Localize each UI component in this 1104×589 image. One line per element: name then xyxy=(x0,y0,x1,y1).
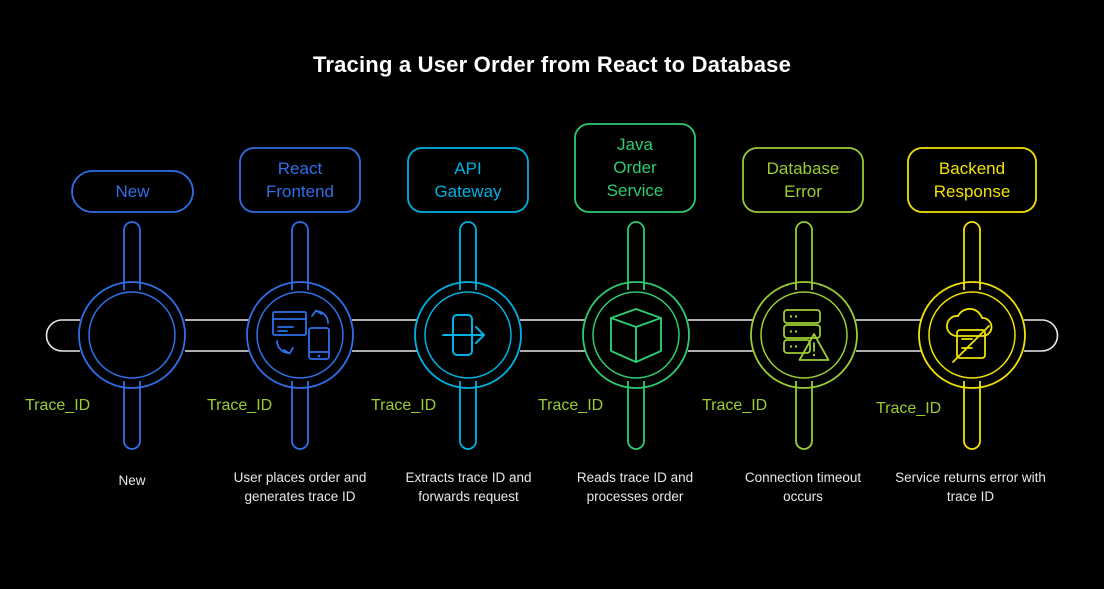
node-database-error-top-stem xyxy=(795,221,813,290)
page-title: Tracing a User Order from React to Datab… xyxy=(312,52,792,77)
node-backend-response-bottom-stem xyxy=(963,381,981,450)
node-java-order-service-caption: Reads trace ID and processes order xyxy=(576,470,694,504)
cube-box-icon xyxy=(610,308,662,363)
node-api-gateway-top-stem xyxy=(459,221,477,290)
card-mobile-transfer-icon xyxy=(272,309,330,360)
node-java-order-service-bottom-stem xyxy=(627,381,645,450)
node-react-frontend-pill[interactable] xyxy=(239,147,361,213)
left-end-cap xyxy=(45,319,80,352)
node-react-frontend-bottom-stem xyxy=(291,381,309,450)
node-api-gateway-bottom-stem xyxy=(459,381,477,450)
node-backend-response-caption: Service returns error with trace ID xyxy=(895,470,1046,504)
gateway-arrow-icon xyxy=(442,314,485,356)
node-java-order-service-trace-label: Trace_ID xyxy=(538,397,604,414)
node-java-order-service-top-stem xyxy=(627,221,645,290)
node-database-error-trace-label: Trace_ID xyxy=(702,397,768,414)
node-api-gateway-pill[interactable] xyxy=(407,147,529,213)
node-java-order-service[interactable] xyxy=(574,123,696,450)
node-backend-response-inner-ring xyxy=(928,291,1016,379)
node-new[interactable] xyxy=(71,170,194,450)
node-new-inner-ring xyxy=(88,291,176,379)
node-backend-response-top-stem xyxy=(963,221,981,290)
node-react-frontend[interactable] xyxy=(239,147,361,450)
node-new-trace-label: Trace_ID xyxy=(25,397,91,414)
node-database-error-caption: Connection timeout occurs xyxy=(744,470,862,504)
node-backend-response-pill[interactable] xyxy=(907,147,1037,213)
node-react-frontend-inner-ring xyxy=(256,291,344,379)
node-api-gateway-trace-label: Trace_ID xyxy=(371,397,437,414)
node-react-frontend-outer-ring[interactable] xyxy=(246,281,354,389)
node-backend-response-outer-ring[interactable] xyxy=(918,281,1026,389)
node-new-outer-ring[interactable] xyxy=(78,281,186,389)
node-java-order-service-pill[interactable] xyxy=(574,123,696,213)
node-backend-response-trace-label: Trace_ID xyxy=(876,400,942,417)
connector-lines xyxy=(45,319,1059,352)
cloud-error-disabled-icon xyxy=(946,307,993,363)
node-react-frontend-caption: User places order and generates trace ID xyxy=(233,470,367,504)
node-api-gateway[interactable] xyxy=(407,147,529,450)
node-react-frontend-trace-label: Trace_ID xyxy=(207,397,273,414)
node-api-gateway-outer-ring[interactable] xyxy=(414,281,522,389)
right-end-cap xyxy=(1024,319,1059,352)
node-new-pill[interactable] xyxy=(71,170,194,213)
node-database-error-outer-ring[interactable] xyxy=(750,281,858,389)
node-database-error-pill[interactable] xyxy=(742,147,864,213)
node-database-error-inner-ring xyxy=(760,291,848,379)
node-java-order-service-inner-ring xyxy=(592,291,680,379)
node-java-order-service-outer-ring[interactable] xyxy=(582,281,690,389)
node-database-error-bottom-stem xyxy=(795,381,813,450)
node-new-bottom-stem xyxy=(123,381,141,450)
node-database-error[interactable] xyxy=(742,147,864,450)
node-new-top-stem xyxy=(123,221,141,290)
database-warning-icon xyxy=(783,309,830,361)
node-backend-response[interactable] xyxy=(907,147,1037,450)
node-react-frontend-top-stem xyxy=(291,221,309,290)
node-api-gateway-caption: Extracts trace ID and forwards request xyxy=(405,470,532,504)
node-api-gateway-inner-ring xyxy=(424,291,512,379)
node-new-caption: New xyxy=(118,473,146,488)
